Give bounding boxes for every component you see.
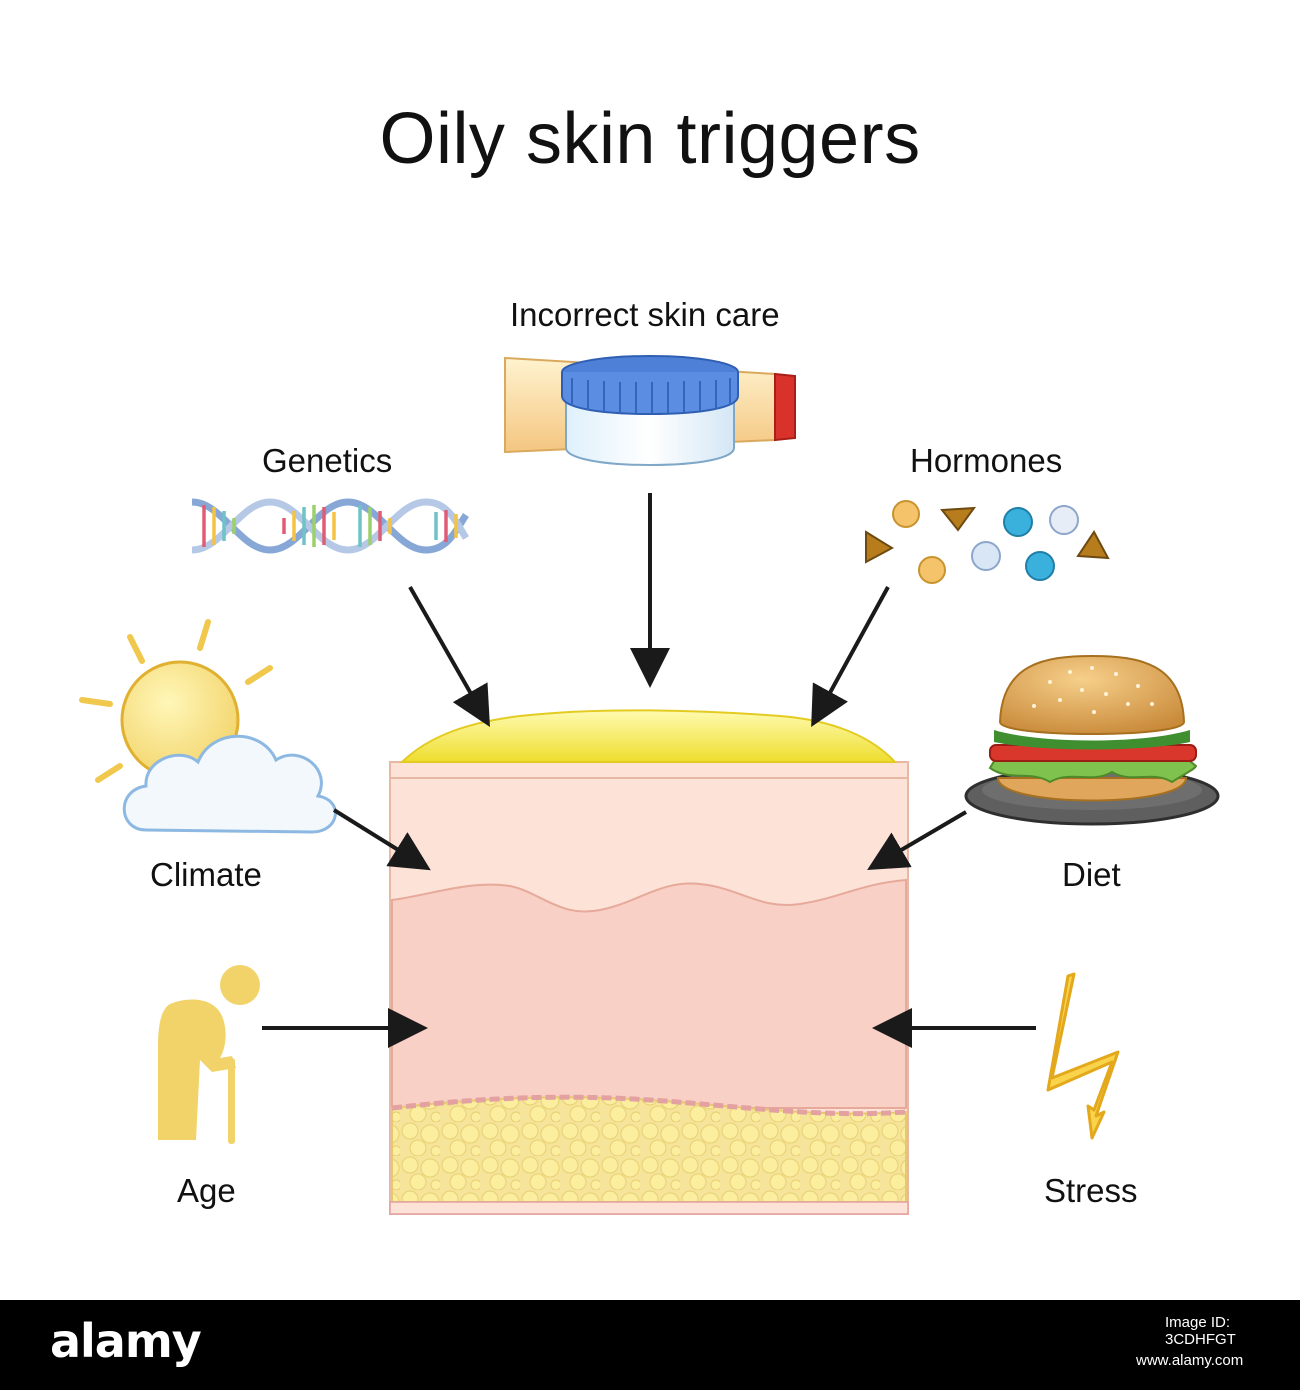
skin-cross-section-icon [389, 709, 909, 1215]
pills-icon [865, 500, 1110, 584]
label-genetics: Genetics [262, 442, 393, 479]
dermis-layer [391, 878, 907, 1109]
dna-helix-icon [191, 498, 469, 554]
basement-membrane [391, 1094, 907, 1117]
label-climate: Climate [150, 856, 262, 893]
footer-url: www.alamy.com [1136, 1352, 1244, 1369]
hamburger-icon [964, 654, 1220, 826]
cream-jar-and-tube-icon [504, 355, 796, 467]
label-diet: Diet [1062, 856, 1121, 893]
sebum-layer [399, 709, 898, 763]
label-stress: Stress [1044, 1172, 1138, 1209]
diagram-title: Oily skin triggers [379, 99, 921, 179]
sun-cloud-icon [79, 619, 337, 834]
arrow-diet [867, 810, 968, 871]
diagram-canvas [79, 355, 1220, 1215]
label-hormones: Hormones [910, 442, 1063, 479]
arrow-climate [332, 808, 431, 871]
arrow-hormones [811, 586, 890, 728]
elderly-person-icon [158, 965, 260, 1144]
label-incorrect-skin-care: Incorrect skin care [510, 296, 780, 333]
label-age: Age [177, 1172, 236, 1209]
image-id: Image ID: 3CDHFGT [1165, 1314, 1236, 1348]
watermark-footer: alamy Image ID: 3CDHFGT www.alamy.com [0, 1300, 1300, 1390]
brand-logo: alamy [50, 1314, 202, 1368]
arrow-genetics [408, 586, 490, 727]
lightning-icon [1046, 972, 1120, 1140]
arrows [262, 493, 1036, 1048]
